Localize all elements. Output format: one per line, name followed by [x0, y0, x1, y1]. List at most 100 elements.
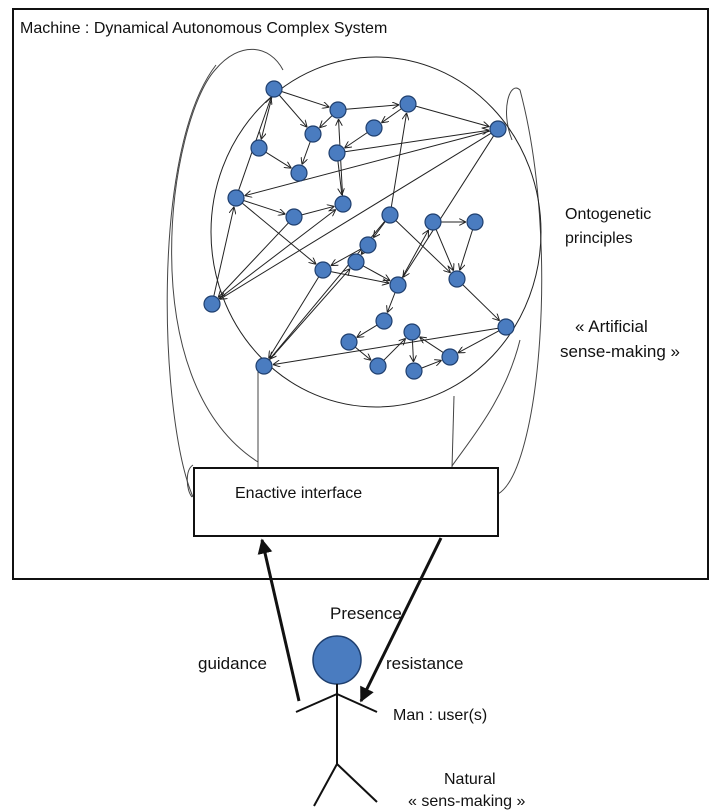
- network-edge: [220, 132, 492, 299]
- network-edge: [381, 108, 402, 123]
- ontogenetic-line-2: principles: [565, 230, 633, 247]
- network-node: [389, 276, 407, 294]
- network-node: [314, 261, 332, 279]
- user-left-arm: [295, 693, 338, 713]
- network-node: [489, 120, 507, 138]
- network-edge: [373, 221, 386, 238]
- network-node: [227, 189, 245, 207]
- network-node: [347, 253, 365, 271]
- right-outer-curve: [497, 87, 543, 495]
- network-boundary-circle: [210, 56, 542, 408]
- network-edge: [415, 105, 490, 127]
- network-node: [285, 208, 303, 226]
- network-node: [369, 357, 387, 375]
- network-edge: [412, 339, 413, 362]
- natural-line-1: Natural: [444, 771, 496, 788]
- user-figure: [295, 635, 378, 807]
- guidance-arrow: [257, 538, 301, 702]
- network-edge: [460, 229, 474, 271]
- connector-right: [451, 395, 455, 469]
- guidance-label: guidance: [198, 654, 267, 673]
- network-edge: [320, 115, 333, 128]
- network-node: [448, 270, 466, 288]
- network-node: [405, 362, 423, 380]
- network-edge: [345, 105, 399, 110]
- resistance-label: resistance: [386, 654, 463, 673]
- network-edge: [420, 337, 444, 354]
- network-edge: [362, 265, 390, 281]
- machine-title: Machine : Dynamical Autonomous Complex S…: [20, 20, 387, 37]
- network-edge: [354, 346, 371, 360]
- network-node: [203, 295, 221, 313]
- network-edge: [273, 327, 499, 364]
- enactive-interface-box: [193, 467, 499, 537]
- network-node: [290, 164, 308, 182]
- network-edge: [269, 276, 320, 359]
- user-right-arm: [336, 693, 378, 713]
- ontogenetic-line-1: Ontogenetic: [565, 206, 651, 223]
- network-node: [497, 318, 515, 336]
- network-node: [365, 119, 383, 137]
- user-right-leg: [336, 763, 378, 803]
- network-node: [328, 144, 346, 162]
- network-edge: [331, 248, 362, 266]
- network-node: [424, 213, 442, 231]
- network-node: [250, 139, 268, 157]
- network-node: [403, 323, 421, 341]
- network-edge: [357, 324, 378, 337]
- man-label: Man : user(s): [393, 707, 487, 724]
- network-edge: [435, 229, 453, 270]
- network-edge: [458, 330, 500, 353]
- network-edge: [218, 222, 289, 298]
- network-edge: [218, 210, 335, 300]
- network-edge: [241, 202, 316, 264]
- network-edge: [302, 141, 311, 165]
- network-edge: [213, 207, 234, 297]
- network-node: [265, 80, 283, 98]
- network-node: [359, 236, 377, 254]
- network-edge: [345, 132, 368, 149]
- presence-label: Presence: [330, 604, 402, 623]
- network-edge: [268, 269, 350, 361]
- artificial-line-2: sense-making »: [560, 342, 680, 361]
- machine-frame: [12, 8, 709, 580]
- left-outer-tail: [186, 464, 194, 498]
- network-edge: [401, 230, 429, 279]
- user-head-icon: [312, 635, 362, 685]
- network-edge: [265, 151, 292, 168]
- network-edge: [261, 96, 273, 140]
- network-edge: [387, 292, 396, 313]
- network-node: [399, 95, 417, 113]
- natural-line-2: « sens-making »: [408, 793, 525, 810]
- network-edge: [281, 91, 330, 108]
- network-edge: [337, 160, 342, 195]
- network-edge: [421, 360, 442, 369]
- network-node: [466, 213, 484, 231]
- user-left-leg: [313, 763, 338, 807]
- network-node: [375, 312, 393, 330]
- enactive-interface-label: Enactive interface: [235, 485, 362, 502]
- network-edge: [243, 200, 286, 215]
- network-edge: [390, 113, 406, 208]
- right-inner-curve: [451, 339, 521, 467]
- network-edges: [213, 91, 500, 369]
- network-node: [334, 195, 352, 213]
- network-nodes: [203, 80, 515, 380]
- network-node: [340, 333, 358, 351]
- network-node: [329, 101, 347, 119]
- network-node: [255, 357, 273, 375]
- network-node: [441, 348, 459, 366]
- network-edge: [462, 284, 500, 321]
- network-node: [381, 206, 399, 224]
- network-edge: [344, 130, 489, 153]
- network-edge: [245, 130, 491, 196]
- resistance-arrow: [359, 537, 443, 703]
- network-node: [304, 125, 322, 143]
- network-edge: [330, 271, 389, 284]
- left-outer-curve: [166, 64, 217, 498]
- network-edge: [403, 135, 495, 278]
- network-edge: [383, 338, 406, 361]
- network-edge: [278, 94, 307, 127]
- artificial-line-1: « Artificial: [575, 317, 648, 336]
